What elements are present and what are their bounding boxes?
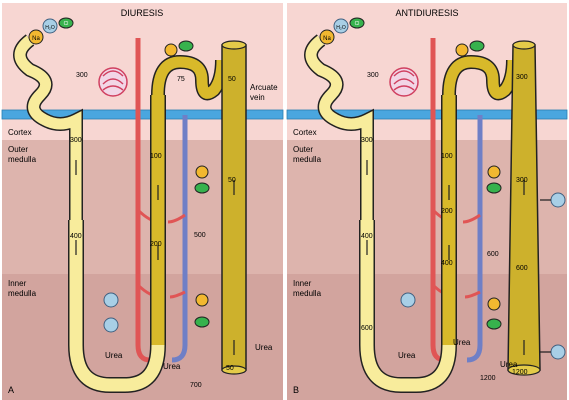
osmolality-value: 1200 [480, 375, 496, 382]
osmolality-value: 300 [516, 177, 528, 184]
ion-cl: Cl [59, 18, 73, 28]
osmolality-value: 400 [441, 260, 453, 267]
collecting-duct [222, 45, 246, 370]
ion-cl [179, 41, 193, 51]
zone-cortex-label: Cortex [8, 128, 32, 137]
arcuate-vein-line1: Arcuate [250, 83, 278, 92]
urea-label: Urea [500, 360, 518, 369]
osmolality-value: 50 [228, 177, 236, 184]
collecting-duct [508, 45, 540, 370]
osmolality-value: 300 [367, 72, 379, 79]
osmolality-value: 400 [361, 233, 373, 240]
osmolality-value: 200 [150, 241, 162, 248]
ion-cl [470, 41, 484, 51]
ion-na: Na [29, 30, 43, 44]
ion-cl [195, 317, 209, 327]
ion-water: H₂O [43, 19, 57, 33]
ion-cl: Cl [350, 18, 364, 28]
ion-na-label: Na [323, 36, 331, 42]
panel-title: ANTIDIURESIS [395, 8, 458, 18]
ion-water: H₂O [334, 19, 348, 33]
osmolality-value: 500 [194, 232, 206, 239]
ion-water [104, 293, 118, 307]
osmolality-value: 50 [226, 365, 234, 372]
ion-cl-label: Cl [64, 21, 69, 27]
osmolality-value: 300 [361, 137, 373, 144]
osmolality-value: 700 [190, 382, 202, 389]
glomerulus [99, 68, 127, 96]
osmolality-value: 300 [516, 74, 528, 81]
panel-letter: B [293, 385, 299, 395]
collecting-duct-top [222, 41, 246, 49]
panel-letter: A [8, 385, 14, 395]
urea-label: Urea [398, 351, 416, 360]
ion-water [104, 318, 118, 332]
osmolality-value: 100 [441, 153, 453, 160]
zone-outer-medulla-line2: medulla [8, 155, 37, 164]
osmolality-value: 100 [150, 153, 162, 160]
osmolality-value: 600 [361, 325, 373, 332]
ion-cl [195, 183, 209, 193]
osmolality-value: 300 [70, 137, 82, 144]
urea-label: Urea [255, 343, 273, 352]
ion-na [196, 294, 208, 306]
ion-cl [487, 319, 501, 329]
osmolality-value: 200 [441, 208, 453, 215]
ion-na [488, 166, 500, 178]
osmolality-value: 400 [70, 233, 82, 240]
osmolality-value: 600 [487, 251, 499, 258]
osmolality-value: 1200 [512, 369, 528, 376]
ion-na-label: Na [32, 36, 40, 42]
ion-water [551, 345, 565, 359]
panel-antidiuresis: Na H₂O Cl ANTIDIURESIS B Cortex Outer me… [287, 3, 567, 400]
ion-water-label: H₂O [45, 25, 55, 31]
arcuate-vein-line2: vein [250, 93, 265, 102]
panel-diuresis: Na H₂O Cl [2, 3, 283, 400]
urea-label: Urea [105, 351, 123, 360]
ion-water [551, 193, 565, 207]
zone-cortex-label: Cortex [293, 128, 317, 137]
osmolality-value: 75 [177, 76, 185, 83]
zone-inner-medulla-line1: Inner [293, 279, 312, 288]
ion-cl-label: Cl [355, 21, 360, 27]
zone-outer-medulla-line1: Outer [293, 145, 313, 154]
ion-water [401, 293, 415, 307]
zone-inner-medulla-line1: Inner [8, 279, 27, 288]
ion-na [456, 44, 468, 56]
urea-label: Urea [453, 338, 471, 347]
osmolality-value: 300 [76, 72, 88, 79]
ion-cl [487, 183, 501, 193]
panel-title: DIURESIS [121, 8, 164, 18]
osmolality-value: 600 [516, 265, 528, 272]
ion-na [196, 166, 208, 178]
glomerulus [390, 68, 418, 96]
urea-label: Urea [163, 362, 181, 371]
ion-na: Na [320, 30, 334, 44]
ion-na [488, 298, 500, 310]
zone-inner-medulla-line2: medulla [8, 289, 37, 298]
osmolality-value: 50 [228, 76, 236, 83]
collecting-duct-top [513, 41, 535, 49]
zone-outer-medulla-line1: Outer [8, 145, 28, 154]
zone-outer-medulla-line2: medulla [293, 155, 322, 164]
ion-water-label: H₂O [336, 25, 346, 31]
zone-inner-medulla-line2: medulla [293, 289, 322, 298]
ion-na [165, 44, 177, 56]
